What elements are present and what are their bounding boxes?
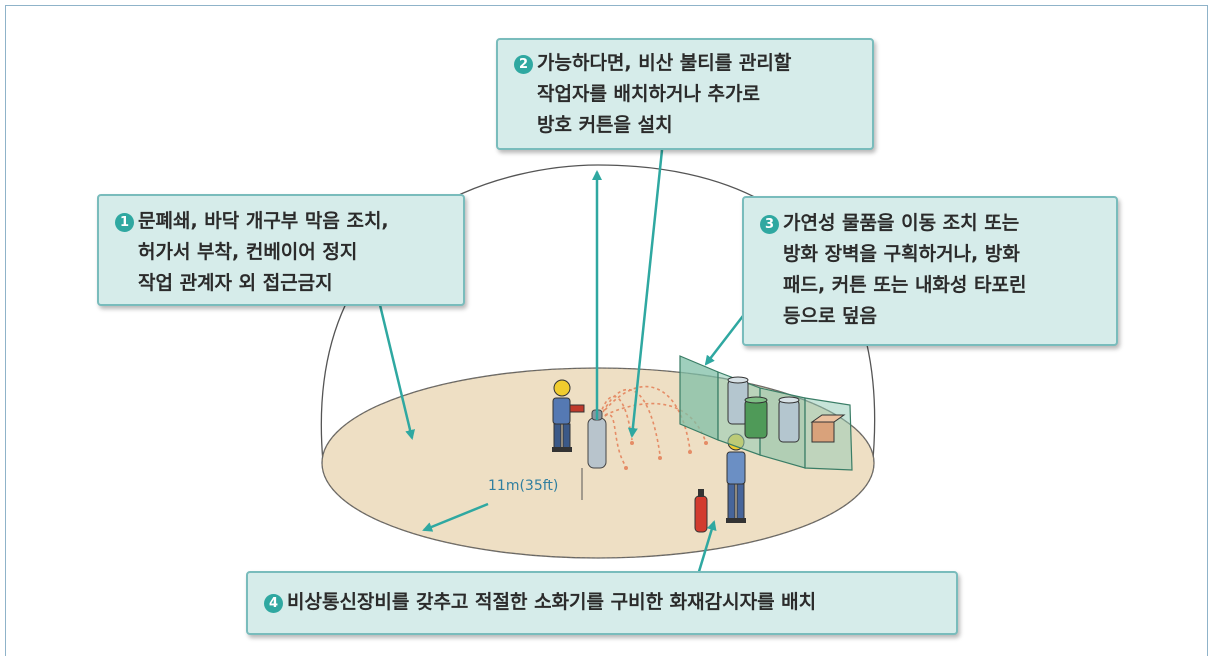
number-2-badge: 2	[514, 55, 533, 74]
callout-1-line-3: 작업 관계자 외 접근금지	[138, 272, 333, 294]
pointer-arrows	[378, 149, 747, 589]
callout-1-line-1: 문폐쇄, 바닥 개구부 막음 조치,	[138, 210, 389, 232]
distance-label: 11m(35ft)	[488, 478, 559, 494]
callout-3-line-2: 방화 장벽을 구획하거나, 방화	[783, 243, 1020, 265]
callout-2-line-3: 방호 커튼을 설치	[537, 114, 673, 136]
welder-worker	[552, 379, 585, 452]
callout-2-line-2: 작업자를 배치하거나 추가로	[537, 83, 760, 105]
fire-extinguisher	[694, 489, 708, 533]
combustible-materials	[727, 376, 846, 443]
callout-3-line-3: 패드, 커튼 또는 내화성 타포린	[783, 274, 1027, 296]
callout-1-line-2: 허가서 부착, 컨베이어 정지	[138, 241, 358, 263]
number-1-badge: 1	[115, 213, 134, 232]
number-3-badge: 3	[760, 215, 779, 234]
callout-3-line-1: 가연성 물품을 이동 조치 또는	[783, 212, 1020, 234]
callout-2-line-1: 가능하다면, 비산 불티를 관리할	[537, 52, 792, 74]
callout-4-line-1: 비상통신장비를 갖추고 적절한 소화기를 구비한 화재감시자를 배치	[287, 591, 817, 613]
callout-3-line-4: 등으로 덮음	[783, 305, 878, 327]
number-4-badge: 4	[264, 594, 283, 613]
